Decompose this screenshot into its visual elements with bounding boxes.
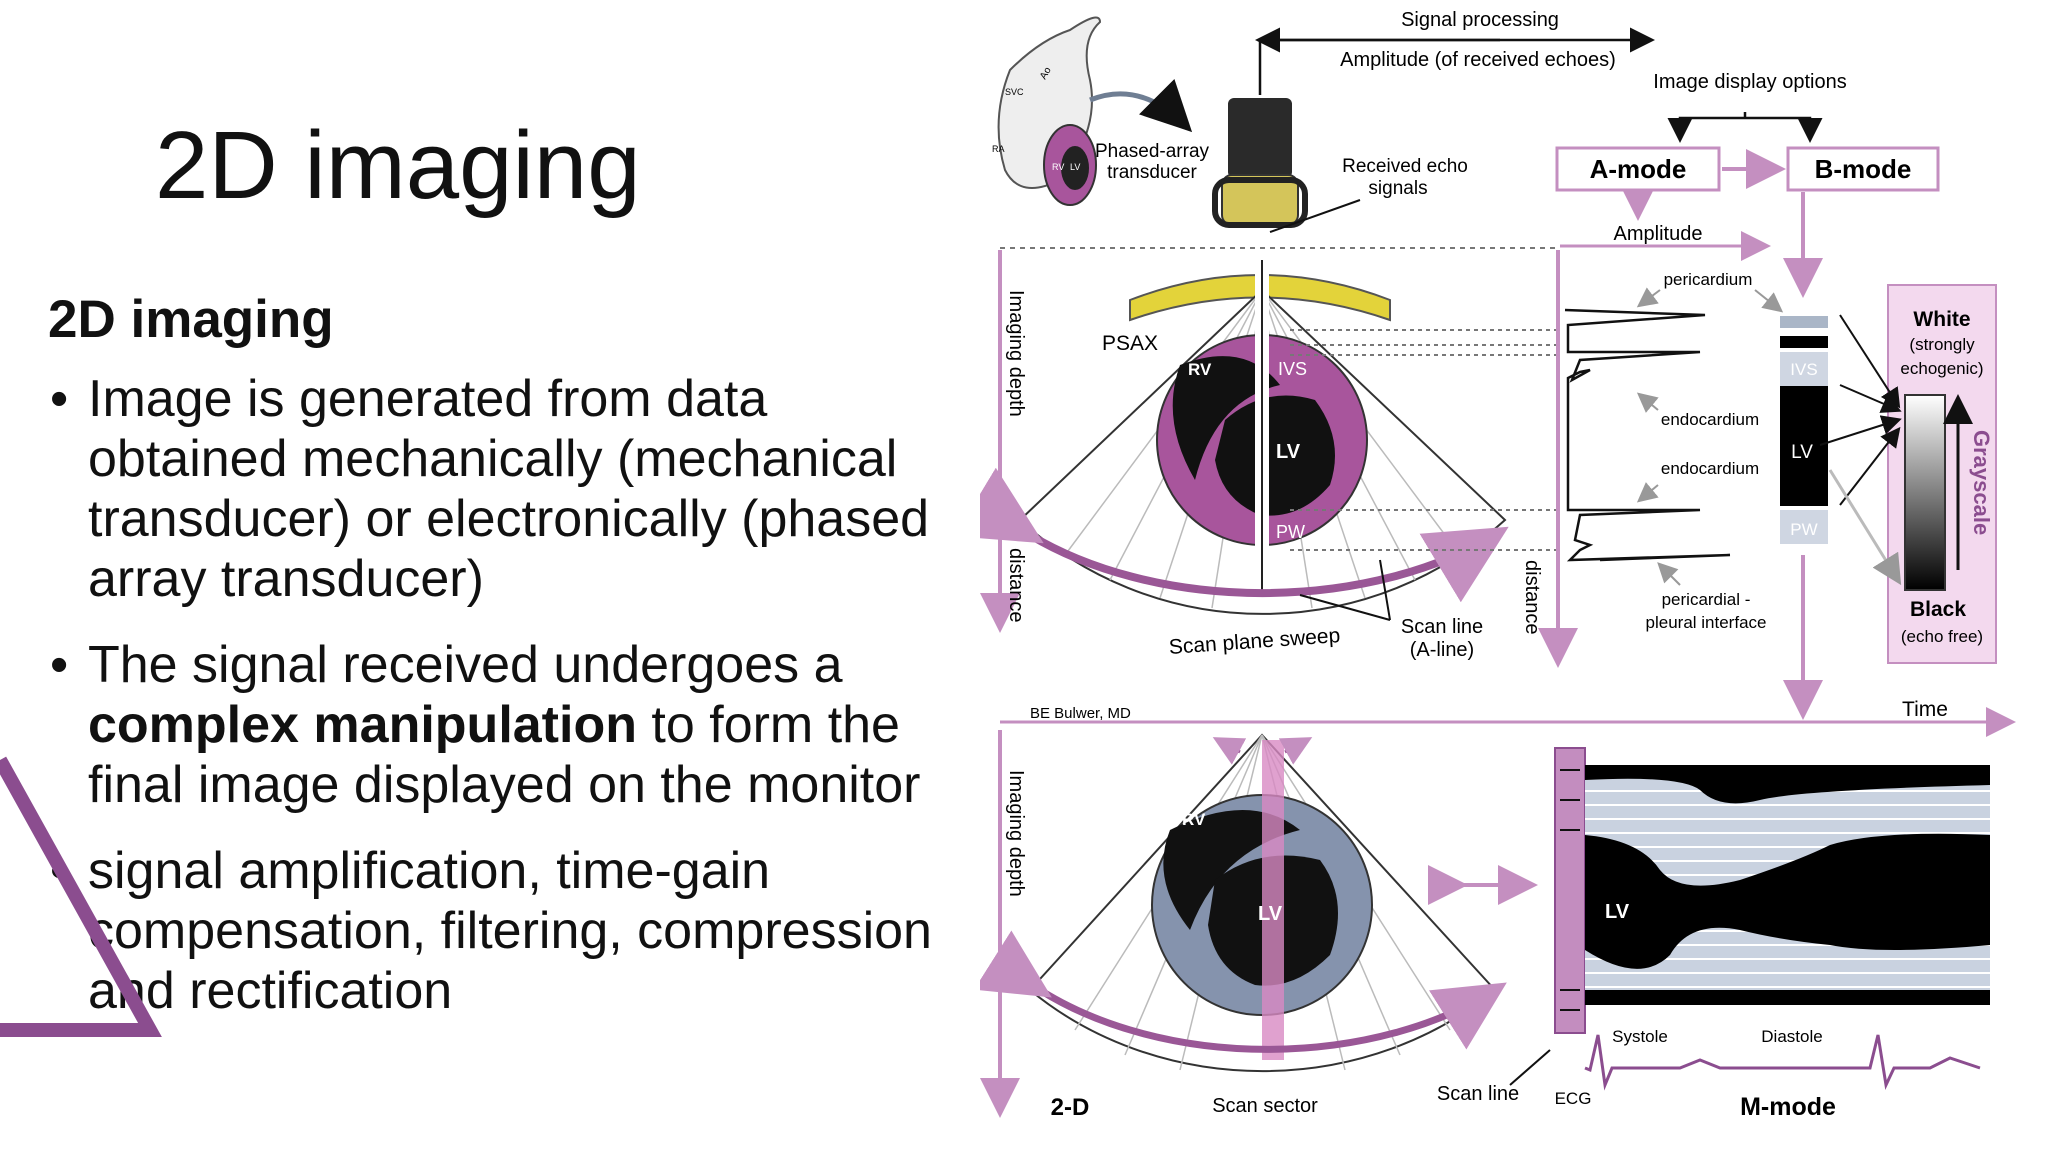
amplitude-label: Amplitude [1614, 223, 1703, 245]
heart-label-ao: Ao [1038, 65, 1054, 81]
distance-label-2: distance [1521, 560, 1543, 635]
bullet-text: Image is generated from data obtained me… [88, 369, 930, 608]
echo-pointer [1269, 199, 1361, 233]
a-mode-label: A-mode [1590, 154, 1687, 184]
time-label: Time [1902, 698, 1948, 721]
scan-plane-sweep-label: Scan plane sweep [1168, 624, 1341, 659]
lower-lv-label: LV [1258, 903, 1283, 925]
signal-processing-label: Signal processing [1401, 9, 1559, 31]
m-mode-top-band [1585, 765, 1990, 804]
received-echo-label-1: Received echo [1342, 156, 1468, 177]
scan-plane-sweep-arc [980, 467, 1509, 603]
rv-cavity [1172, 356, 1280, 480]
heart-label-lv: LV [1070, 162, 1080, 172]
b-mode-ivs-label: IVS [1790, 360, 1817, 379]
bullet-item: signal amplification, time-gain compensa… [48, 841, 968, 1021]
bullet-text: to form the final image displayed on the… [88, 695, 921, 814]
sub-heading: 2D imaging [48, 290, 334, 349]
pericardial-pointer [1657, 562, 1681, 586]
grayscale-bar [1904, 394, 1946, 591]
grayscale-label: Grayscale [1969, 430, 1994, 535]
image-display-options-label: Image display options [1653, 71, 1846, 93]
heart-label-ra: RA [992, 144, 1005, 154]
chest-wall [1129, 274, 1391, 322]
lower-scan-line-highlight [1262, 740, 1284, 1060]
endocardium-pointer [1636, 392, 1659, 413]
scan-line-a-label-1: Scan line [1401, 616, 1483, 638]
scan-line-pointer [1299, 594, 1391, 621]
b-mode-label: B-mode [1815, 154, 1912, 184]
m-mode-label: M-mode [1740, 1093, 1836, 1121]
pericardial-label-1: pericardial - [1662, 590, 1751, 609]
b-mode-column [1780, 316, 1828, 544]
endocardium-label-1: endocardium [1661, 410, 1759, 429]
white-label: White [1913, 308, 1970, 331]
pericardium-pointer-2 [1754, 289, 1784, 313]
imaging-depth-label-2: Imaging depth [1005, 770, 1027, 897]
psax-label: PSAX [1102, 332, 1158, 355]
a-mode-trace [1564, 308, 1731, 562]
pericardial-label-2: pleural interface [1646, 613, 1767, 632]
phased-array-label-1: Phased-array [1095, 141, 1210, 162]
ecg-trace [1584, 1034, 1981, 1091]
m-mode-ticks [1560, 769, 1580, 1011]
scan-line-pointer-2 [1379, 559, 1391, 621]
rv-label: RV [1188, 360, 1212, 379]
systole-label: Systole [1612, 1027, 1668, 1046]
b-mode-pw-label: PW [1790, 520, 1817, 539]
strongly-label-2: echogenic) [1900, 359, 1983, 378]
depth-links [1290, 329, 1560, 551]
bullet-item: Image is generated from data obtained me… [48, 369, 968, 609]
transducer [1212, 98, 1308, 228]
m-mode-lv-band [1585, 833, 1990, 969]
credit-label: BE Bulwer, MD [1030, 705, 1131, 722]
b-mode-lv-label: LV [1791, 442, 1813, 463]
slide-title: 2D imaging [155, 112, 641, 219]
received-echo-label-2: signals [1368, 178, 1427, 199]
bullet-list: Image is generated from data obtained me… [48, 369, 968, 1021]
bullet-item: The signal received undergoes a complex … [48, 635, 968, 815]
gray-mapping-arrows [1819, 314, 1902, 506]
pericardium-pointer [1636, 287, 1661, 308]
b-mode-box [1786, 146, 1940, 192]
scan-sector-arc [980, 930, 1507, 1053]
sector-tip-arrow-right [1278, 737, 1313, 765]
m-mode-lv-label: LV [1605, 901, 1630, 923]
scan-line-pointer-3 [1509, 1049, 1551, 1086]
options-branch [1678, 112, 1812, 135]
black-label: Black [1910, 598, 1966, 621]
distance-label: distance [1005, 548, 1027, 623]
phased-array-label-2: transducer [1107, 162, 1197, 183]
imaging-depth-label: Imaging depth [1005, 290, 1027, 417]
endocardium-label-2: endocardium [1661, 459, 1759, 478]
heart-label-rv: RV [1052, 162, 1064, 172]
m-mode-bottom-band [1585, 990, 1990, 1005]
lv-label: LV [1276, 441, 1301, 463]
heart-label-svc: SVC [1005, 87, 1024, 97]
strongly-label-1: (strongly [1909, 335, 1975, 354]
scan-line-a-label-2: (A-line) [1410, 639, 1474, 661]
two-d-label: 2-D [1051, 1094, 1090, 1121]
bullet-text: signal amplification, time-gain compensa… [88, 841, 932, 1020]
bullet-text: The signal received undergoes a [88, 635, 843, 694]
amplitude-received-label: Amplitude (of received echoes) [1340, 49, 1616, 71]
decorative-triangle [0, 756, 162, 1037]
ivs-label: IVS [1278, 359, 1307, 379]
bullet-bold-text: complex manipulation [88, 695, 637, 754]
gray-mapping-lv [1828, 469, 1902, 586]
pericardium-label: pericardium [1664, 270, 1753, 289]
a-mode-box [1555, 146, 1721, 192]
scan-line-label: Scan line [1437, 1083, 1519, 1105]
scan-sector-label: Scan sector [1212, 1095, 1318, 1117]
echo-free-label: (echo free) [1901, 627, 1983, 646]
ecg-label: ECG [1555, 1089, 1592, 1108]
content-area: 2D imaging Image is generated from data … [48, 290, 968, 1047]
diastole-label: Diastole [1761, 1027, 1822, 1046]
echo-diagram: Signal processing Amplitude (of received… [980, 9, 2016, 1121]
endocardium-pointer-2 [1636, 482, 1659, 503]
heart-thumbnail: SVC Ao RA RV LV [992, 16, 1193, 206]
sector-tip-arrow-left [1212, 737, 1247, 765]
lower-rv-label: RV [1182, 810, 1206, 829]
pw-label: PW [1276, 522, 1305, 542]
